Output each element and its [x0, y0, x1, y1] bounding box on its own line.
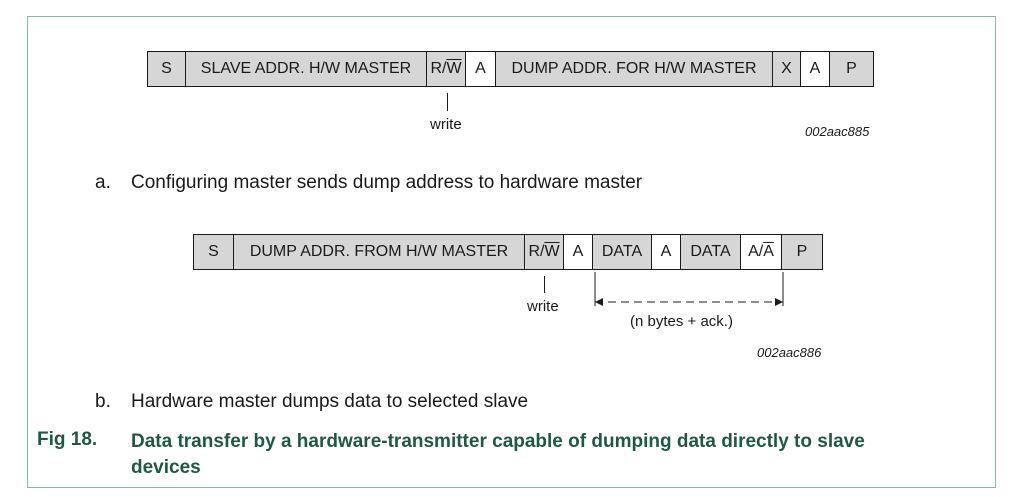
sub-caption: Hardware master dumps data to selected s…	[131, 391, 529, 412]
cell-dump-addr: DUMP ADDR. FROM H/W MASTER	[234, 235, 525, 269]
write-tick	[544, 276, 545, 293]
cell-rw: R/W	[525, 235, 564, 269]
figure-frame	[27, 16, 996, 488]
sub-caption: Configuring master sends dump address to…	[131, 172, 643, 193]
figure-title: Data transfer by a hardware-transmitter …	[131, 429, 981, 481]
write-tick	[447, 93, 448, 111]
figure-code: 002aac885	[805, 124, 870, 139]
cell-x: X	[773, 52, 801, 86]
cell-ack: A	[564, 235, 593, 269]
cell-ack: A	[466, 52, 496, 86]
cell-data: DATA	[681, 235, 741, 269]
cell-ack-nack: A/A	[741, 235, 782, 269]
write-label: write	[527, 298, 559, 315]
cell-data: DATA	[593, 235, 652, 269]
cell-stop: P	[830, 52, 873, 86]
protocol-row-b: S DUMP ADDR. FROM H/W MASTER R/W A DATA …	[193, 234, 823, 270]
sub-label: a.	[95, 172, 111, 193]
protocol-row-a: S SLAVE ADDR. H/W MASTER R/W A DUMP ADDR…	[147, 51, 874, 87]
cell-dump-addr: DUMP ADDR. FOR H/W MASTER	[496, 52, 773, 86]
sub-label: b.	[95, 391, 111, 412]
figure-title-line: devices	[131, 457, 201, 478]
bracket-label: (n bytes + ack.)	[630, 313, 733, 330]
cell-slave-addr: SLAVE ADDR. H/W MASTER	[186, 52, 427, 86]
n-bytes-bracket	[594, 272, 784, 306]
write-label: write	[430, 116, 462, 133]
cell-ack: A	[801, 52, 830, 86]
cell-rw: R/W	[427, 52, 466, 86]
cell-start: S	[148, 52, 186, 86]
cell-start: S	[194, 235, 234, 269]
cell-stop: P	[782, 235, 822, 269]
figure-number: Fig 18.	[37, 429, 98, 450]
figure-code: 002aac886	[757, 345, 822, 360]
figure-title-line: Data transfer by a hardware-transmitter …	[131, 431, 865, 452]
cell-ack: A	[652, 235, 681, 269]
